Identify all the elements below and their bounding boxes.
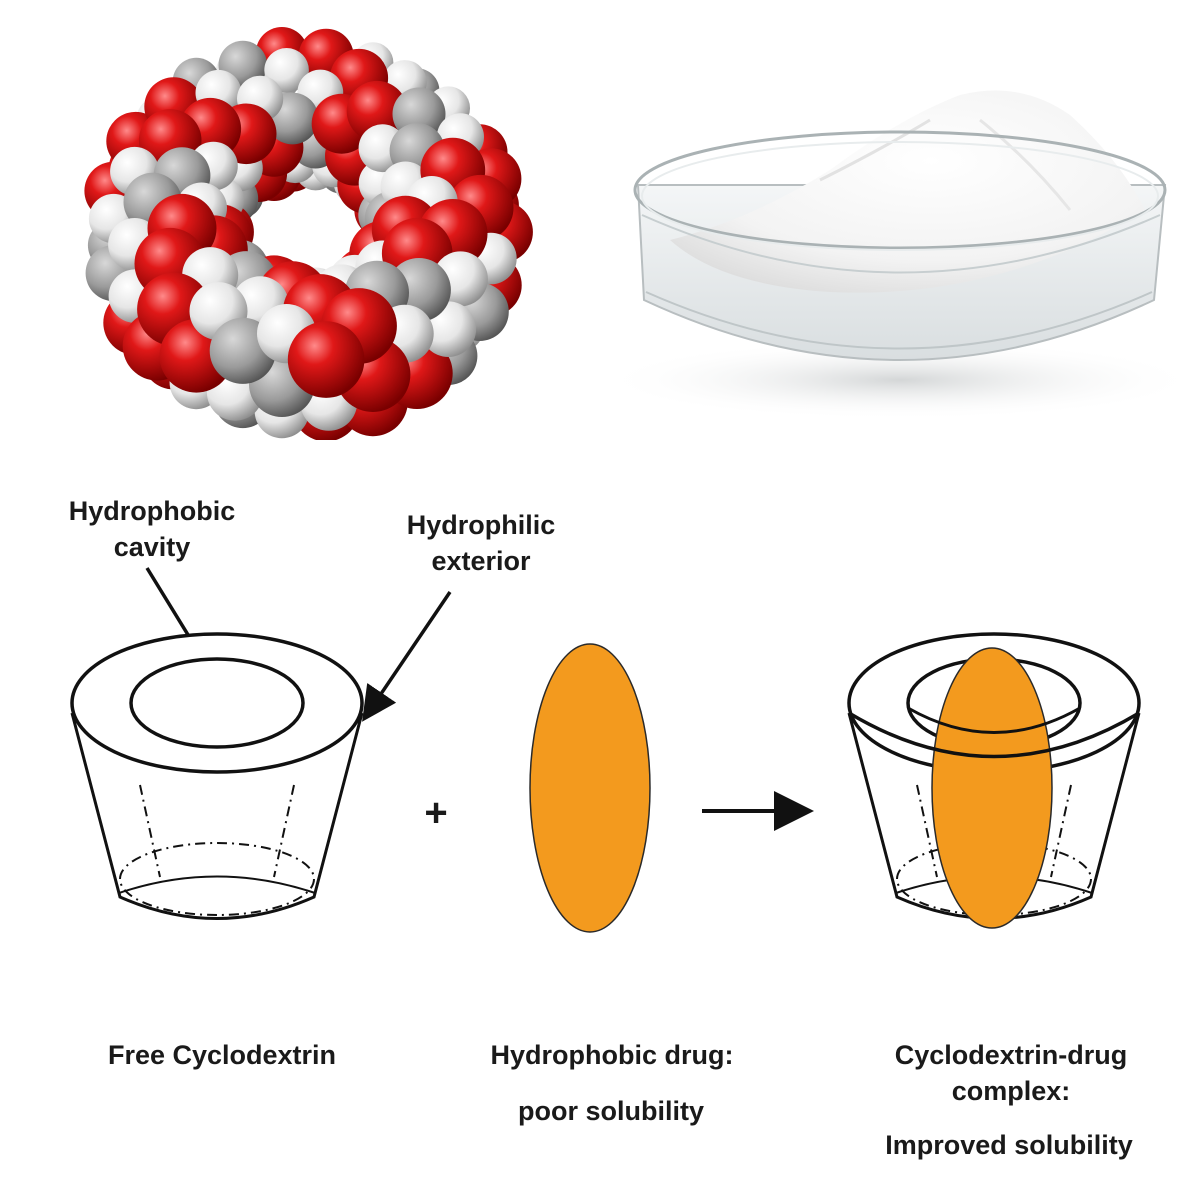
hydrogen-atom bbox=[264, 48, 309, 93]
complexed-drug-ellipse bbox=[931, 647, 1053, 929]
plus-sign: + bbox=[424, 791, 447, 835]
molecule-model-image bbox=[0, 0, 600, 440]
caption-complex-line1: Cyclodextrin-drug bbox=[895, 1040, 1128, 1070]
cyclodextrin-drug-complex bbox=[847, 632, 1141, 929]
caption-complex-line3: Improved solubility bbox=[885, 1130, 1133, 1160]
inclusion-complex-diagram: Hydrophobic cavity Hydrophilic exterior … bbox=[0, 440, 1200, 1200]
petri-dish-rim bbox=[633, 130, 1167, 250]
free-cyclodextrin-cone bbox=[70, 632, 364, 920]
label-hydrophobic-line1: Hydrophobic bbox=[69, 496, 236, 526]
label-hydrophilic-line1: Hydrophilic bbox=[407, 510, 556, 540]
oxygen-atom bbox=[287, 321, 365, 398]
powder-dish-photo bbox=[600, 0, 1200, 440]
pointer-arrow-exterior bbox=[362, 591, 452, 722]
caption-free-cyclodextrin: Free Cyclodextrin bbox=[108, 1040, 336, 1070]
caption-drug-line1: Hydrophobic drug: bbox=[491, 1040, 734, 1070]
dish-shadow bbox=[600, 340, 1200, 420]
caption-drug-line2: poor solubility bbox=[518, 1096, 704, 1126]
cyclodextrin-torus-model bbox=[84, 26, 533, 440]
label-hydrophobic-line2: cavity bbox=[114, 532, 191, 562]
caption-complex-line2: complex: bbox=[952, 1076, 1071, 1106]
label-hydrophilic-line2: exterior bbox=[431, 546, 531, 576]
hydrophobic-drug-ellipse bbox=[529, 643, 651, 933]
